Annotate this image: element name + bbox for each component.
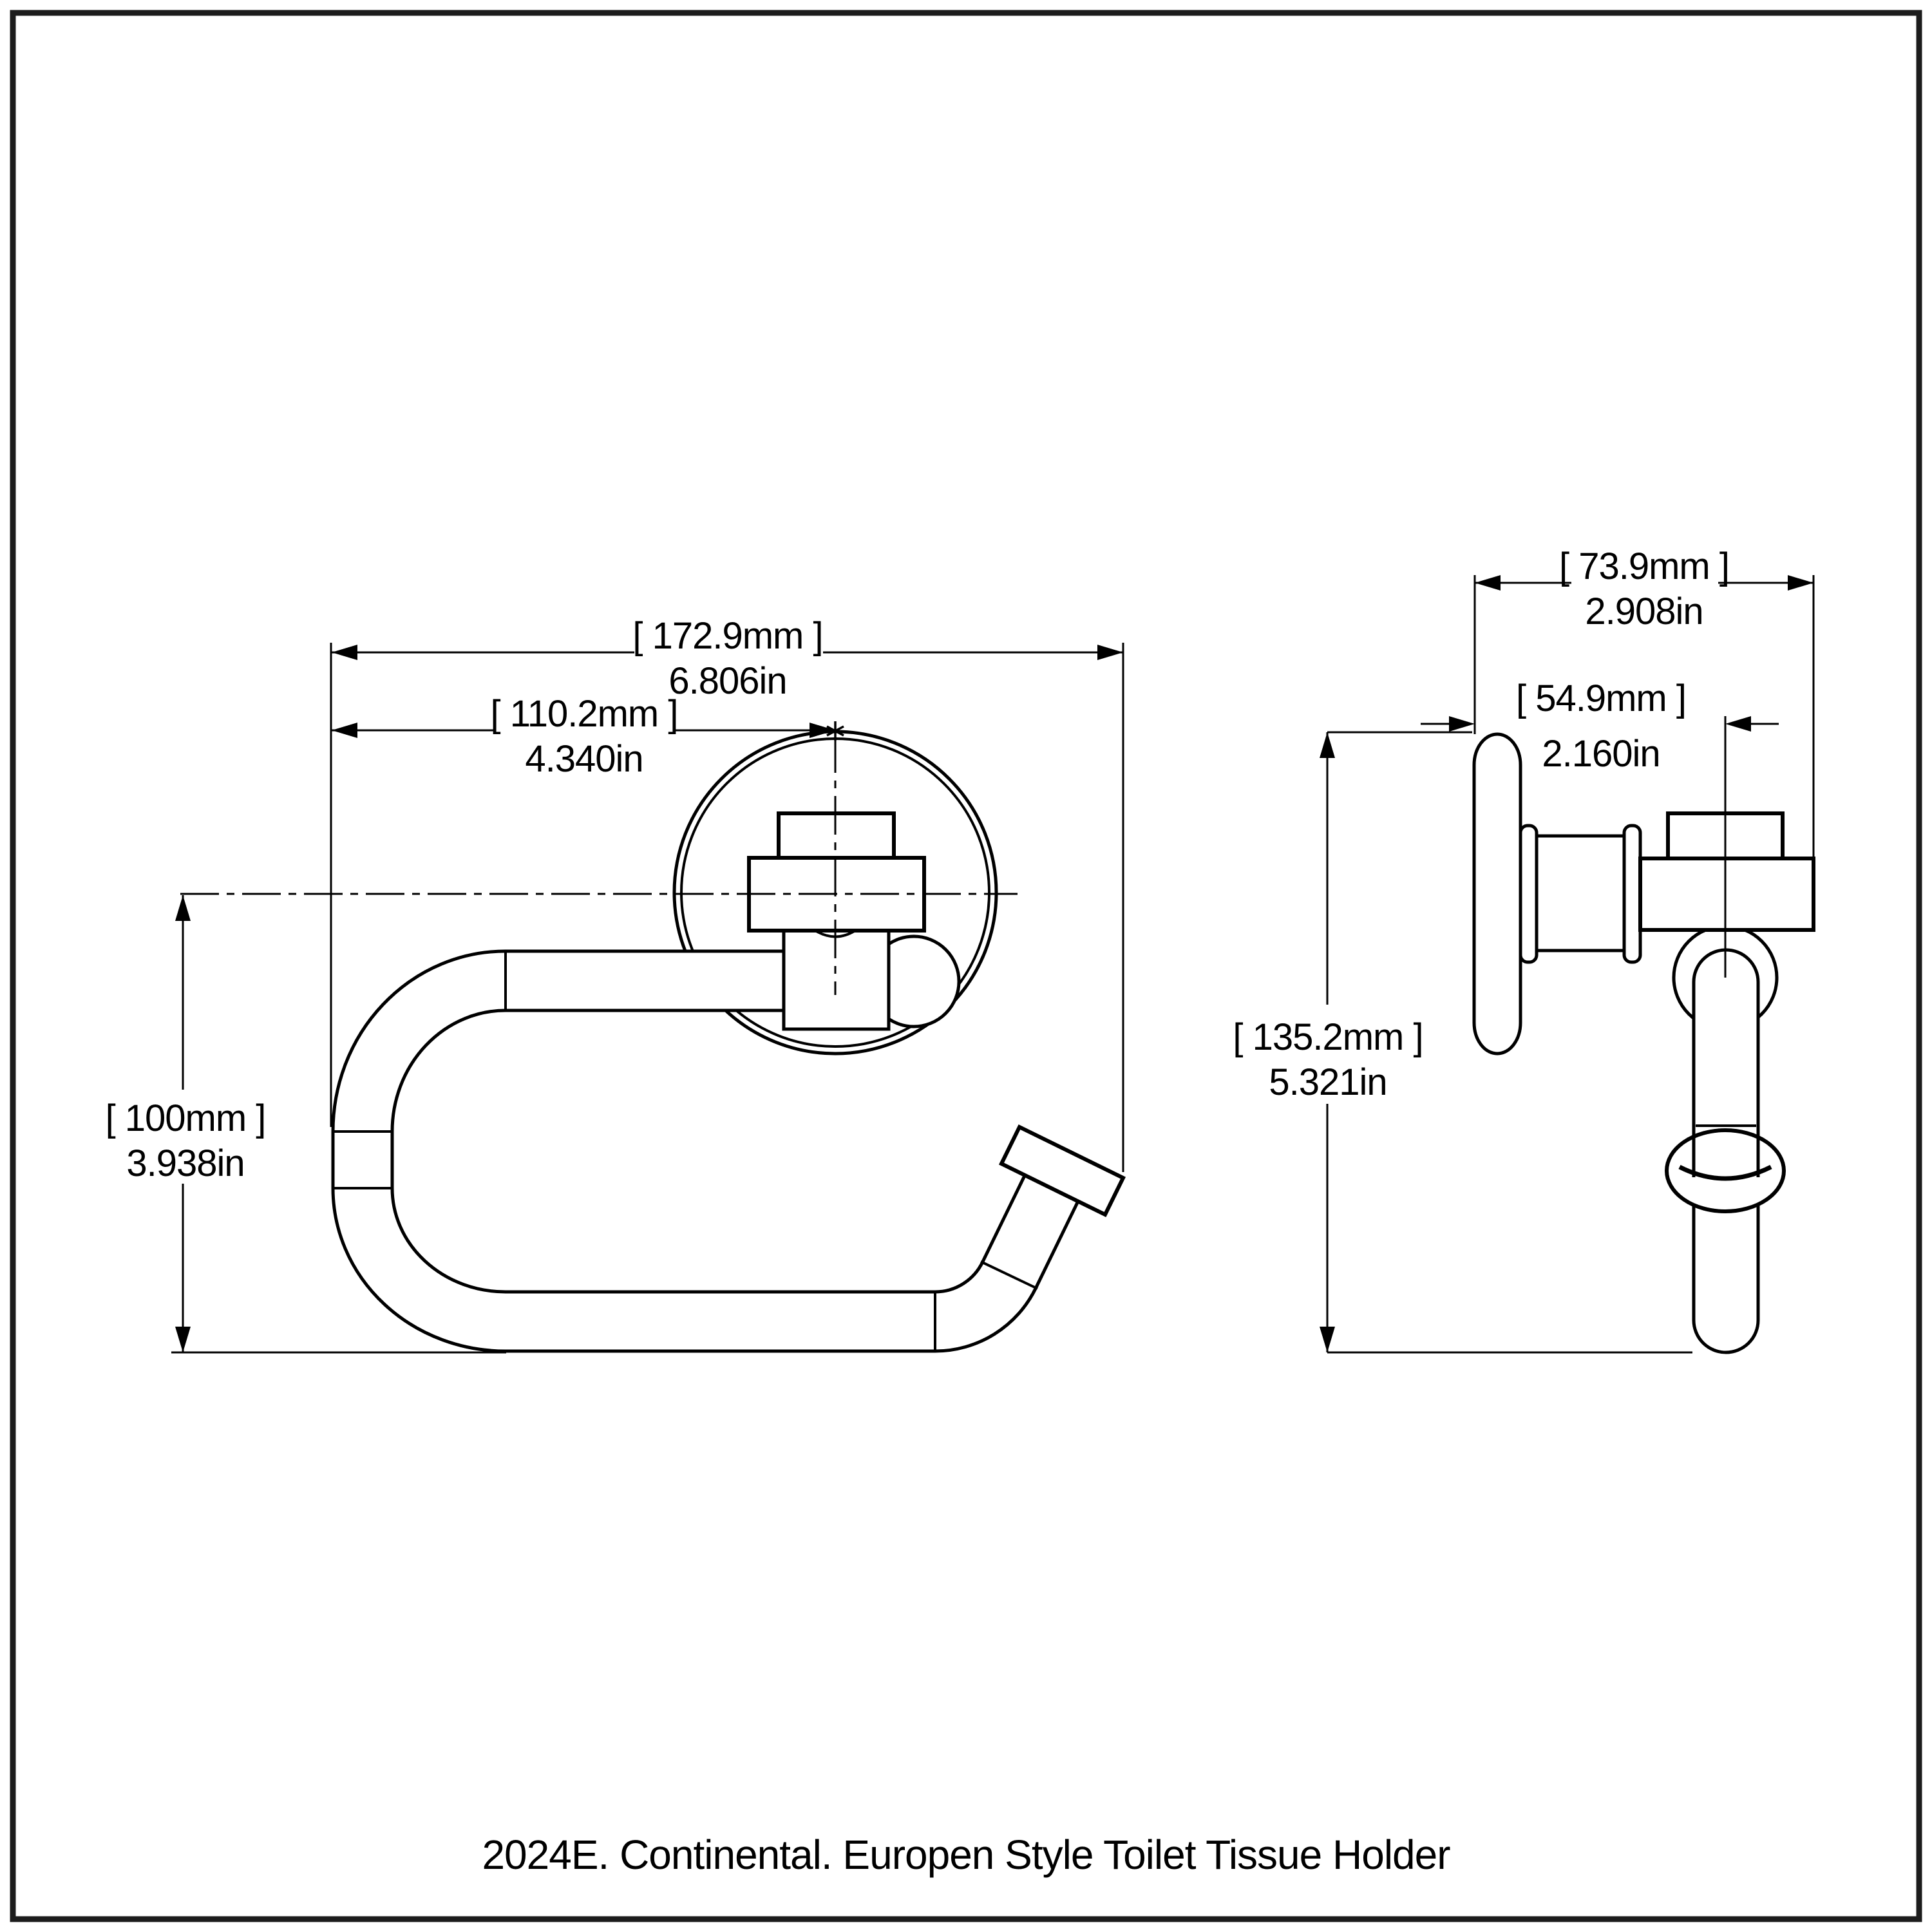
arrowhead-inward-right (1725, 716, 1751, 732)
dim-label-mm: [ 54.9mm ] (1516, 677, 1686, 719)
arrowhead-left (332, 723, 357, 738)
arrowhead-left (1475, 575, 1501, 591)
post-barrel (1535, 834, 1627, 952)
ring-front-rim (1678, 1164, 1772, 1181)
dim-label-mm: [ 110.2mm ] (491, 693, 678, 735)
dim-front-width-to-centerline: [ 110.2mm ] 4.340in (332, 693, 835, 780)
hook-end-cap (998, 1124, 1126, 1218)
arrowhead-right (1788, 575, 1814, 591)
arm-joint-seams (332, 951, 1038, 1352)
dim-label-inch: 5.321in (1269, 1061, 1387, 1103)
post-flange-right (1622, 824, 1642, 964)
drawing-caption: 2024E. Continental. Europen Style Toilet… (482, 1832, 1450, 1878)
dim-label-inch: 3.938in (126, 1142, 244, 1184)
page-border (10, 10, 1922, 1922)
dim-label-inch: 4.340in (525, 738, 643, 780)
arrowhead-up (1320, 732, 1335, 758)
arrowhead-down (175, 1327, 191, 1352)
arrowhead-left (332, 645, 357, 660)
dim-label-inch: 6.806in (668, 660, 786, 702)
dim-side-depth-to-centerline: [ 54.9mm ] 2.160in (1421, 677, 1779, 775)
dim-label-mm: [ 135.2mm ] (1233, 1016, 1423, 1058)
arrowhead-down (1320, 1327, 1335, 1352)
arrowhead-inward-left (1449, 716, 1475, 732)
dim-label-mm: [ 172.9mm ] (632, 615, 822, 657)
arrowhead-right (1097, 645, 1123, 660)
dim-side-overall-height: [ 135.2mm ] 5.321in (1233, 731, 1692, 1354)
dim-front-height: [ 100mm ] 3.938in (106, 895, 506, 1354)
side-view: [ 73.9mm ] 2.908in [ 54.9mm ] 2.160in [ … (1233, 545, 1815, 1354)
dim-side-overall-depth: [ 73.9mm ] 2.908in (1473, 545, 1815, 857)
datum-asterisk-marker (826, 721, 844, 741)
dim-label-inch: 2.160in (1542, 733, 1660, 775)
dim-label-mm: [ 73.9mm ] (1559, 545, 1729, 587)
front-view: [ 172.9mm ] 6.806in [ 110.2mm ] 4.340in … (106, 615, 1126, 1354)
post-flange-left (1519, 824, 1539, 964)
wall-plate (1472, 732, 1522, 1056)
arrowhead-right (810, 723, 835, 738)
arrowhead-up (175, 895, 191, 921)
roll-holder-arm-core (334, 952, 1083, 1350)
dim-label-mm: [ 100mm ] (106, 1097, 266, 1139)
dim-label-inch: 2.908in (1585, 591, 1703, 632)
dim-front-overall-width: [ 172.9mm ] 6.806in (330, 615, 1124, 1172)
retaining-ring (1665, 1124, 1786, 1213)
bracket-arm (1638, 857, 1815, 932)
